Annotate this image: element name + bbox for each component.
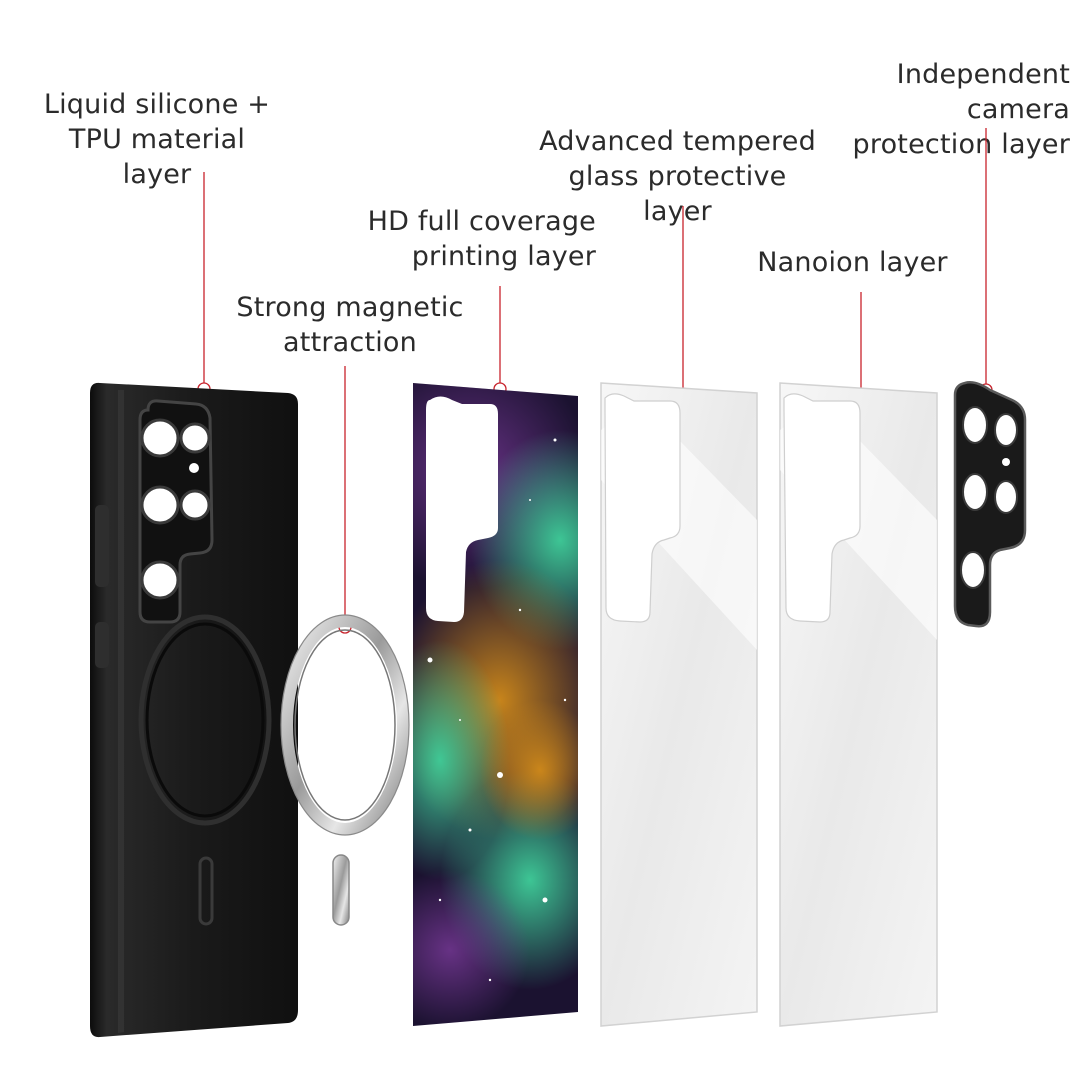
tempered-glass-layer (600, 382, 758, 1027)
power-button (95, 622, 109, 668)
label-printing-layer: HD full coverage printing layer (367, 206, 596, 272)
label-camera-layer: Independent camera protection layer (852, 59, 1070, 160)
nanoion-layer (779, 382, 938, 1027)
phone-case (90, 382, 298, 1038)
label-magnetic-attraction: Strong magnetic attraction (236, 292, 464, 358)
label-tempered-glass-layer: Advanced tempered glass protective layer (539, 126, 816, 227)
magnetic-ring (280, 614, 410, 836)
volume-button (95, 505, 109, 587)
camera-protector (953, 381, 1027, 628)
printing-layer (413, 383, 578, 1026)
glass-camera-cutout (604, 393, 681, 623)
label-nanoion-layer: Nanoion layer (757, 247, 948, 278)
magnetic-ring-outline (138, 614, 272, 826)
label-silicone-layer: Liquid silicone + TPU material layer (43, 89, 271, 190)
printing-camera-cutout (426, 396, 498, 622)
alignment-magnet (332, 854, 350, 926)
nanoion-camera-cutout (783, 393, 861, 623)
alignment-slot (198, 856, 214, 926)
